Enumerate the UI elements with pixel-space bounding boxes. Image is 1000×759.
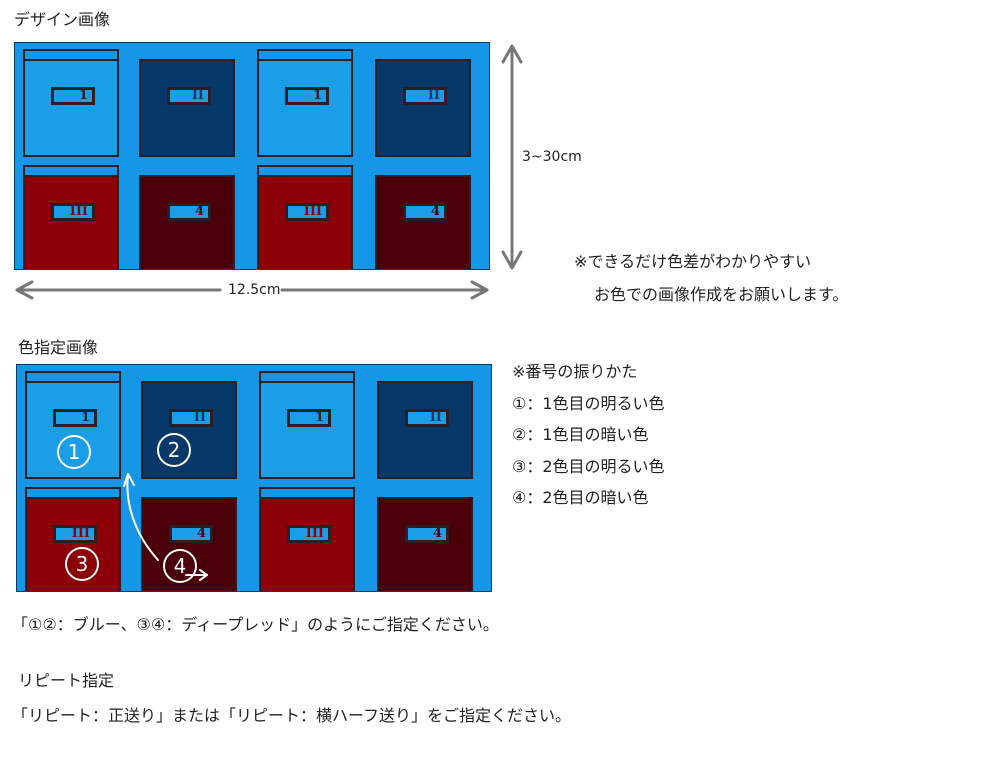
tile-label: 4 (403, 203, 447, 221)
tile-spine (23, 165, 119, 175)
tile-label: III (285, 203, 329, 221)
tile-bright-blue: 1 (23, 49, 119, 157)
tile-dark-red: 4 (377, 497, 473, 591)
tile-spine (259, 487, 355, 497)
color-instruction: 「①②：ブルー、③④：ディープレッド」のようにご指定ください。 (12, 615, 499, 634)
tile-label: II (169, 409, 213, 427)
design-note-line2: お色での画像作成をお願いします。 (594, 285, 849, 304)
repeat-instruction: 「リピート：正送り」または「リピート：横ハーフ送り」をご指定ください。 (12, 706, 572, 725)
tile-label: III (287, 525, 331, 543)
tile-label: 1 (287, 409, 331, 427)
circle-number-3: 3 (65, 547, 99, 581)
tile-spine (257, 165, 353, 175)
numbering-item-3: ③：2色目の明るい色 (512, 457, 665, 476)
tile-spine (257, 49, 353, 59)
tile-bright-blue: 1 1 (25, 371, 121, 479)
tile-label: 4 (169, 525, 213, 543)
tile-spine (259, 371, 355, 381)
tile-dark-blue: II 2 (141, 381, 237, 479)
numbering-item-4: ④：2色目の暗い色 (512, 488, 649, 507)
tile-dark-red: 4 (375, 175, 471, 269)
tile-label: 1 (51, 87, 95, 105)
design-section-title: デザイン画像 (14, 10, 111, 29)
tile-label: III (53, 525, 97, 543)
tile-bright-blue: 1 (259, 371, 355, 479)
tile-bright-red: III (257, 165, 353, 269)
width-dimension-label: 12.5cm (224, 283, 285, 297)
tile-dark-red: 4 (139, 175, 235, 269)
tile-label: III (51, 203, 95, 221)
tile-bright-red: III 3 (25, 487, 121, 591)
tile-label: II (405, 409, 449, 427)
color-spec-image-panel: 1 1 II 2 1 II III 3 4 4 III 4 (16, 364, 492, 592)
tile-dark-blue: II (139, 59, 235, 157)
tile-dark-red: 4 4 (141, 497, 237, 591)
circle-number-2: 2 (157, 433, 191, 467)
numbering-item-2: ②：1色目の暗い色 (512, 425, 649, 444)
tile-label: II (167, 87, 211, 105)
tile-spine (25, 487, 121, 497)
tile-label: II (403, 87, 447, 105)
tile-label: 4 (405, 525, 449, 543)
tile-bright-red: III (23, 165, 119, 269)
tile-dark-blue: II (377, 381, 473, 479)
design-note-line1: ※できるだけ色差がわかりやすい (574, 252, 812, 271)
color-spec-section-title: 色指定画像 (18, 338, 99, 357)
circle-number-4: 4 (163, 549, 197, 583)
tile-spine (23, 49, 119, 59)
tile-spine (25, 371, 121, 381)
tile-label: 4 (167, 203, 211, 221)
tile-bright-blue: 1 (257, 49, 353, 157)
circle-number-1: 1 (57, 435, 91, 469)
numbering-title: ※番号の振りかた (512, 362, 638, 381)
tile-label: 1 (285, 87, 329, 105)
height-dimension-label: 3~30cm (522, 149, 582, 165)
repeat-section-title: リピート指定 (18, 671, 115, 690)
design-image-panel: 1 II 1 II III 4 III 4 (14, 42, 490, 270)
tile-bright-red: III (259, 487, 355, 591)
tile-dark-blue: II (375, 59, 471, 157)
tile-label: 1 (53, 409, 97, 427)
numbering-item-1: ①：1色目の明るい色 (512, 394, 665, 413)
height-arrow-icon (501, 44, 523, 270)
